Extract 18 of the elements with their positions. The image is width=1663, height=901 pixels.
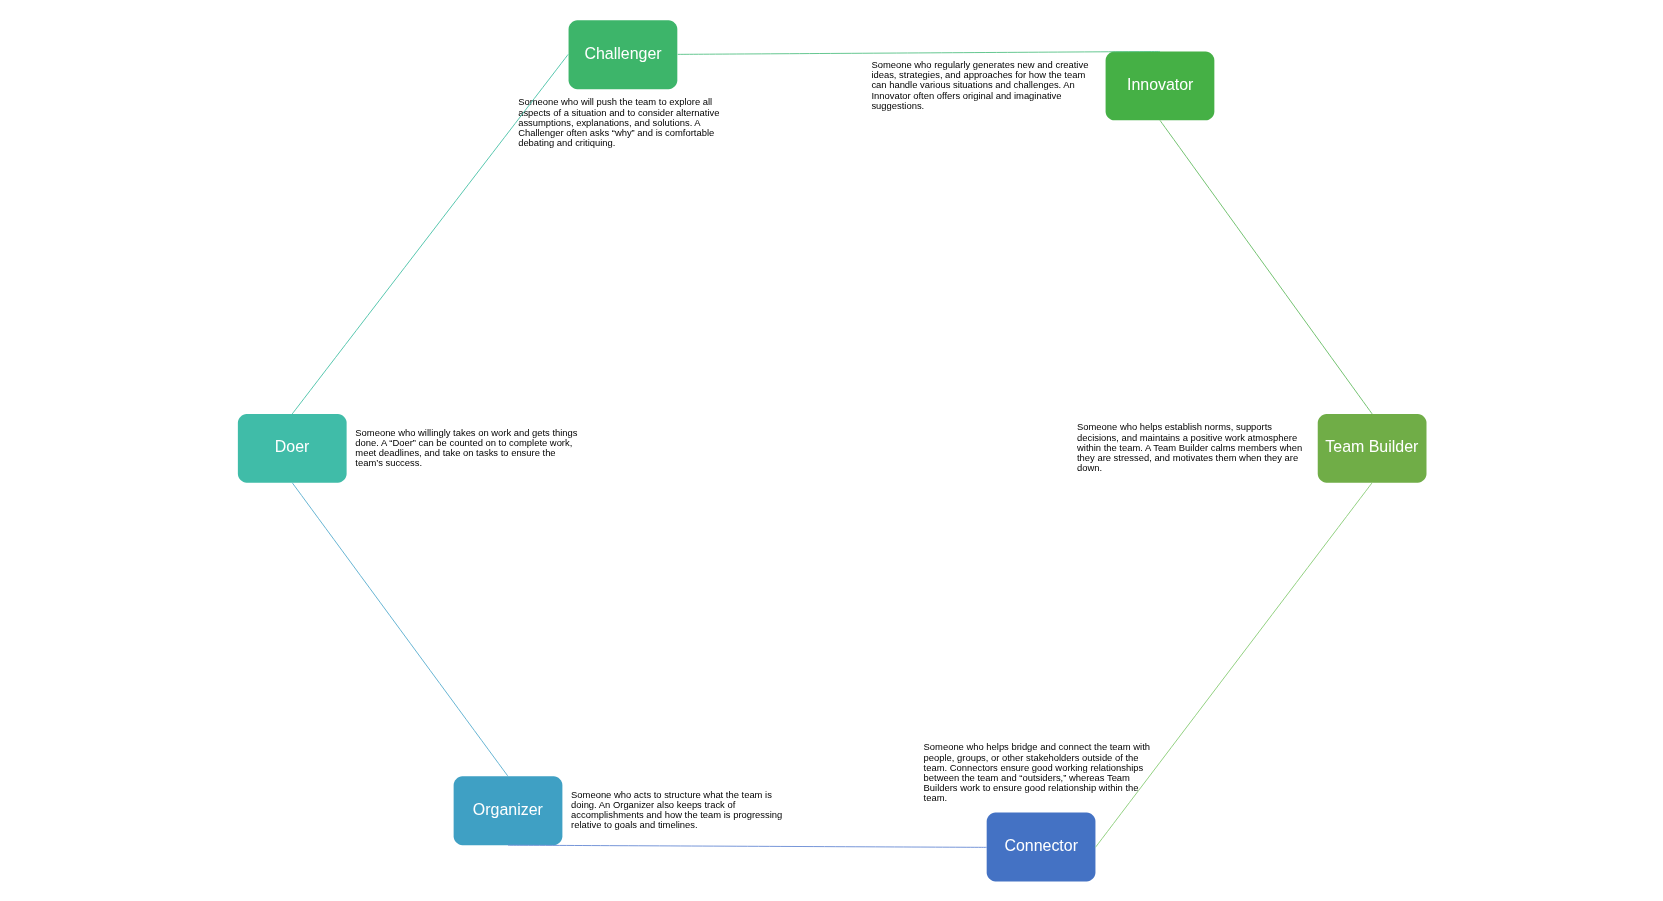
node-box: Doer [237, 413, 347, 483]
connector [1094, 482, 1373, 848]
node-box: Organizer [453, 776, 562, 846]
connector [291, 53, 569, 415]
connector [291, 482, 508, 777]
node-label: Someone who will push the team to explore all aspects of a situation and to consider alternative assumptions, explanations, and solutions. A Challenger often asks “why” and is comfortable debating and critiquing. [517, 96, 719, 149]
node-label: Someone who acts to structure what the team is doing. An Organizer also keeps track of accomplishments and how the team is progressing relative to goals and timelines. [570, 788, 782, 831]
connector [676, 51, 1160, 55]
node-box: Innovator [1105, 51, 1214, 121]
node-label: Someone who helps bridge and connect the team with people, groups, or other stakeholders outside of the team. Connectors ensure good working relationships between the team and “outsiders,” whereas Team Builders work to ensure good relationship within the team. [923, 741, 1150, 804]
node-box: Challenger [568, 20, 677, 90]
connector [507, 844, 987, 848]
node-label: Someone who regularly generates new and creative ideas, strategies, and approaches for how the team can handle various situations and challenges. An Innovator often offers original and imaginative suggestions. [870, 59, 1088, 111]
node-box: Team Builder [1317, 413, 1426, 483]
connector [1159, 119, 1373, 415]
node-label: Someone who willingly takes on work and gets things done. A “Doer” can be counted on to complete work, meet deadlines, and take on tasks to ensure the team’s success. [354, 426, 578, 469]
node-box: Connector [986, 812, 1095, 882]
node-label: Someone who helps establish norms, supports decisions, and maintains a positive work atmosphere within the team. A Team Builder calms members when they are stressed, and motivates them when they are down. [1076, 421, 1302, 474]
